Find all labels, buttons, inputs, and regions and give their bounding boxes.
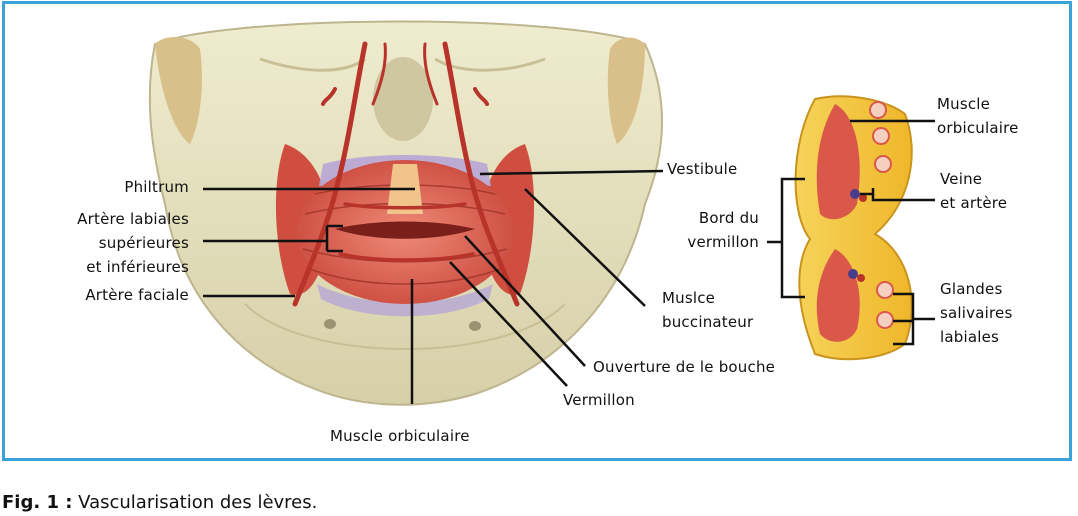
label-glandes-3: labiales: [940, 328, 1000, 346]
label-arteres-labiales-2: supérieures: [98, 234, 189, 252]
label-muscle-orbiculaire: Muscle orbiculaire: [330, 427, 470, 445]
label-glandes-2: salivaires: [940, 304, 1013, 322]
leader-lines: [203, 119, 935, 404]
figure-caption: Fig. 1 : Vascularisation des lèvres.: [2, 492, 317, 513]
label-philtrum: Philtrum: [124, 178, 189, 196]
label-bord-vermillon-1: Bord du: [698, 209, 759, 227]
label-veine-2: et artère: [940, 194, 1008, 212]
lower-mucosa: [317, 284, 493, 317]
label-vermillon: Vermillon: [563, 391, 635, 409]
arteries: [292, 41, 520, 307]
mouth-opening: [335, 221, 475, 239]
label-bord-vermillon-2: vermillon: [687, 233, 759, 251]
label-section-muscle-1: Muscle: [937, 95, 991, 113]
label-arteres-labiales-1: Artère labiales: [77, 210, 189, 228]
label-section-muscle-2: orbiculaire: [937, 119, 1019, 137]
label-muscle-buccinateur-1: Muslce: [662, 289, 716, 307]
label-ouverture-bouche: Ouverture de le bouche: [593, 358, 776, 376]
anatomy-illustration: [148, 20, 935, 406]
cross-section: [794, 95, 913, 361]
label-arteres-labiales-3: et inférieures: [86, 258, 189, 276]
figure-frame: Philtrum Artère labiales supérieures et …: [2, 1, 1072, 461]
caption-text: Vascularisation des lèvres.: [72, 492, 318, 513]
label-muscle-buccinateur-2: buccinateur: [662, 313, 754, 331]
label-artere-faciale: Artère faciale: [85, 286, 189, 304]
label-vestibule: Vestibule: [667, 160, 738, 178]
label-veine-1: Veine: [940, 170, 983, 188]
label-glandes-1: Glandes: [940, 280, 1003, 298]
caption-label: Fig. 1 :: [2, 492, 73, 513]
